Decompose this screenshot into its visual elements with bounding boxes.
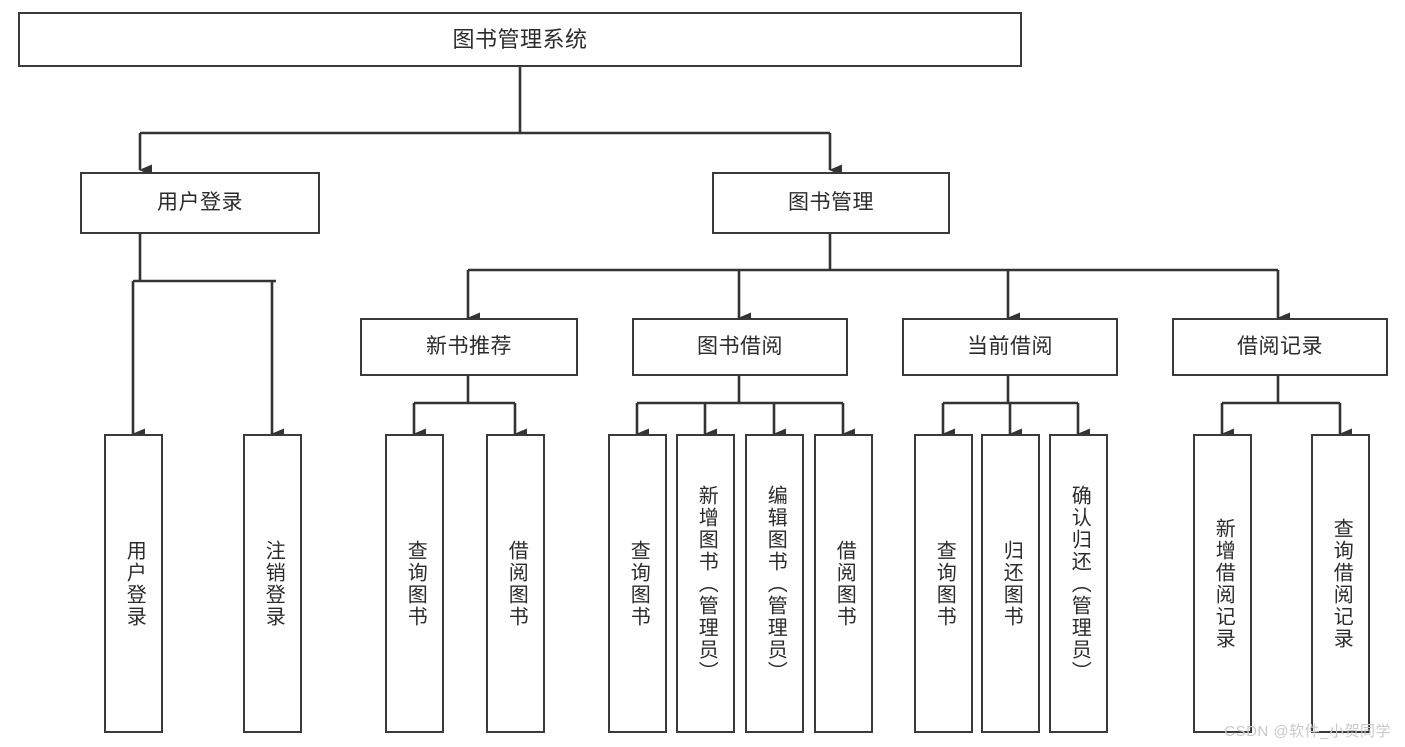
node-root-book-management-system[interactable]: 图书管理系统 — [18, 12, 1022, 67]
node-label: 查询图书 — [627, 539, 650, 628]
node-label: 图书借阅 — [697, 334, 783, 358]
node-user-login[interactable]: 用户登录 — [80, 172, 320, 234]
node-leaf-logout[interactable]: 注销登录 — [243, 434, 302, 733]
node-label: 确认归还（管理员） — [1068, 484, 1091, 683]
node-leaf-user-login[interactable]: 用户登录 — [104, 434, 163, 733]
node-borrow-record[interactable]: 借阅记录 — [1172, 318, 1388, 376]
node-current-borrow[interactable]: 当前借阅 — [902, 318, 1118, 376]
node-leaf-borrow-book-2[interactable]: 借阅图书 — [814, 434, 873, 733]
node-book-management[interactable]: 图书管理 — [712, 172, 950, 234]
node-label: 编辑图书（管理员） — [764, 484, 787, 683]
node-leaf-return-book[interactable]: 归还图书 — [981, 434, 1040, 733]
node-label: 新增借阅记录 — [1212, 517, 1235, 650]
node-leaf-borrow-book-1[interactable]: 借阅图书 — [486, 434, 545, 733]
node-leaf-query-record[interactable]: 查询借阅记录 — [1311, 434, 1370, 733]
node-label: 图书管理系统 — [452, 26, 588, 52]
node-leaf-query-book-3[interactable]: 查询图书 — [914, 434, 973, 733]
node-leaf-query-book-2[interactable]: 查询图书 — [608, 434, 667, 733]
node-new-book-recommend[interactable]: 新书推荐 — [360, 318, 578, 376]
node-label: 借阅图书 — [833, 539, 856, 628]
node-label: 新书推荐 — [426, 334, 512, 358]
node-leaf-add-book[interactable]: 新增图书（管理员） — [676, 434, 735, 733]
node-label: 注销登录 — [262, 539, 285, 628]
node-label: 当前借阅 — [967, 334, 1053, 358]
node-label: 归还图书 — [1000, 539, 1023, 628]
node-label: 查询借阅记录 — [1330, 517, 1353, 650]
node-leaf-confirm-return[interactable]: 确认归还（管理员） — [1049, 434, 1108, 733]
node-label: 用户登录 — [123, 539, 146, 628]
node-label: 借阅图书 — [505, 539, 528, 628]
node-label: 图书管理 — [788, 190, 874, 214]
node-label: 用户登录 — [157, 190, 243, 214]
node-label: 借阅记录 — [1237, 334, 1323, 358]
node-leaf-query-book-1[interactable]: 查询图书 — [385, 434, 444, 733]
node-book-borrow[interactable]: 图书借阅 — [632, 318, 848, 376]
node-leaf-add-record[interactable]: 新增借阅记录 — [1193, 434, 1252, 733]
node-leaf-edit-book[interactable]: 编辑图书（管理员） — [745, 434, 804, 733]
node-label: 查询图书 — [933, 539, 956, 628]
node-label: 新增图书（管理员） — [695, 484, 718, 683]
node-label: 查询图书 — [404, 539, 427, 628]
